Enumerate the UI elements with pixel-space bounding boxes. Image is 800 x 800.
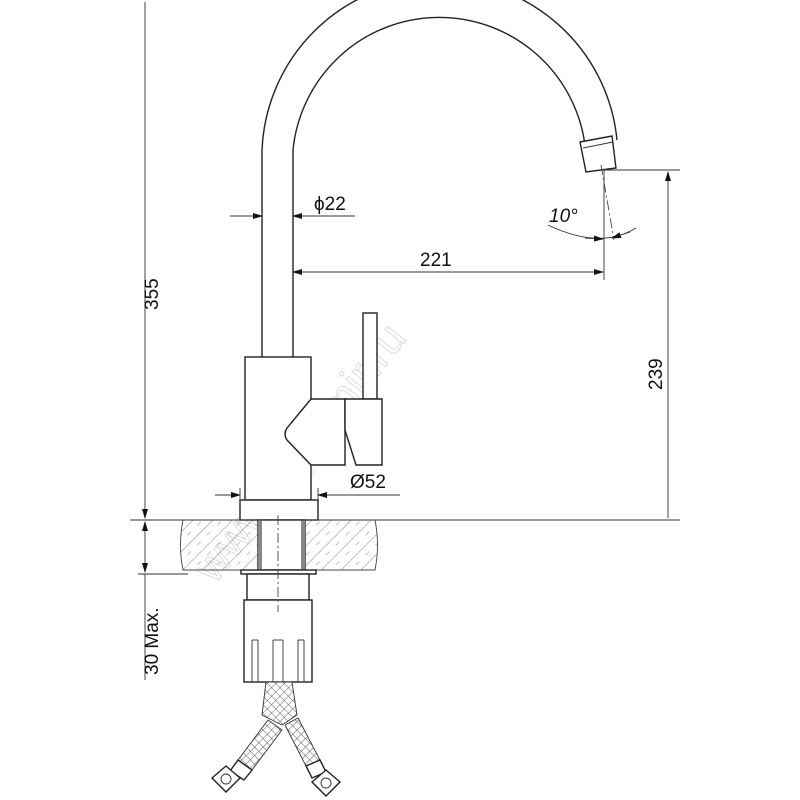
supply-hoses [210,681,342,797]
spout [261,0,618,357]
base-plate [239,499,319,521]
dim-base-diameter: Ø52 [350,472,386,493]
dim-reach: 221 [420,250,452,271]
faucet-body [239,312,383,521]
countertop [180,519,378,571]
dim-spout-angle: 10° [549,206,578,227]
dim-total-height: 355 [142,278,163,310]
dim-tube-diameter: ϕ22 [314,194,346,215]
dimensions: 355 30 Max. ϕ22 221 10° 239 Ø52 [130,2,680,680]
lever-handle [362,312,378,400]
nut [243,599,313,683]
mounting-hardware [240,515,317,683]
hose-fitting-right [310,769,342,797]
hose-fitting-left [210,765,242,793]
dim-countertop-thickness: 30 Max. [142,607,163,675]
dim-spout-height: 239 [646,358,667,390]
